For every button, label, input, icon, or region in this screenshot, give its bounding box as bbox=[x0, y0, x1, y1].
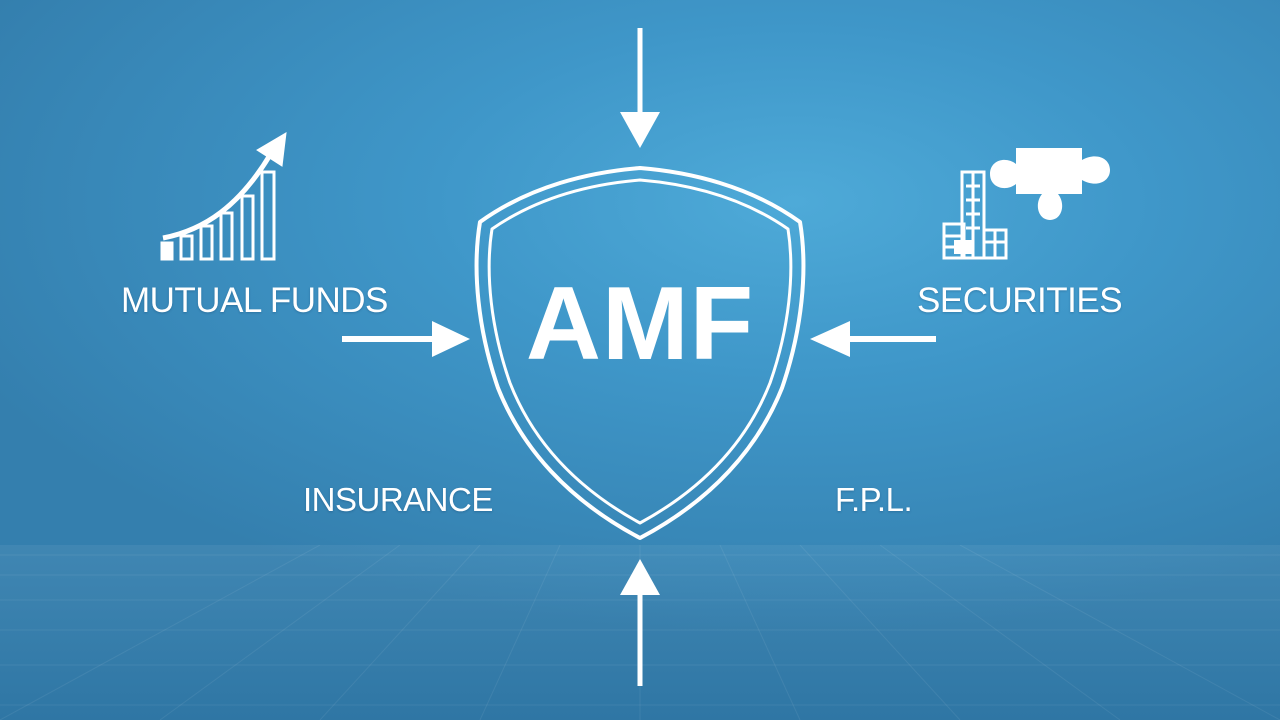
growth-bar-chart-icon bbox=[160, 132, 287, 261]
shield-icon bbox=[474, 166, 806, 540]
arrow-top bbox=[620, 28, 660, 148]
center-title: AMF bbox=[525, 266, 755, 382]
arrow-left bbox=[342, 321, 470, 357]
buildings-puzzle-icon bbox=[942, 148, 1110, 260]
node-label-fpl: F.P.L. bbox=[835, 481, 913, 518]
node-label-insurance: INSURANCE bbox=[303, 481, 493, 518]
node-label-mutual-funds: MUTUAL FUNDS bbox=[121, 281, 388, 320]
arrow-right bbox=[810, 321, 936, 357]
arrow-bottom bbox=[620, 559, 660, 686]
node-label-securities: SECURITIES bbox=[917, 281, 1123, 320]
